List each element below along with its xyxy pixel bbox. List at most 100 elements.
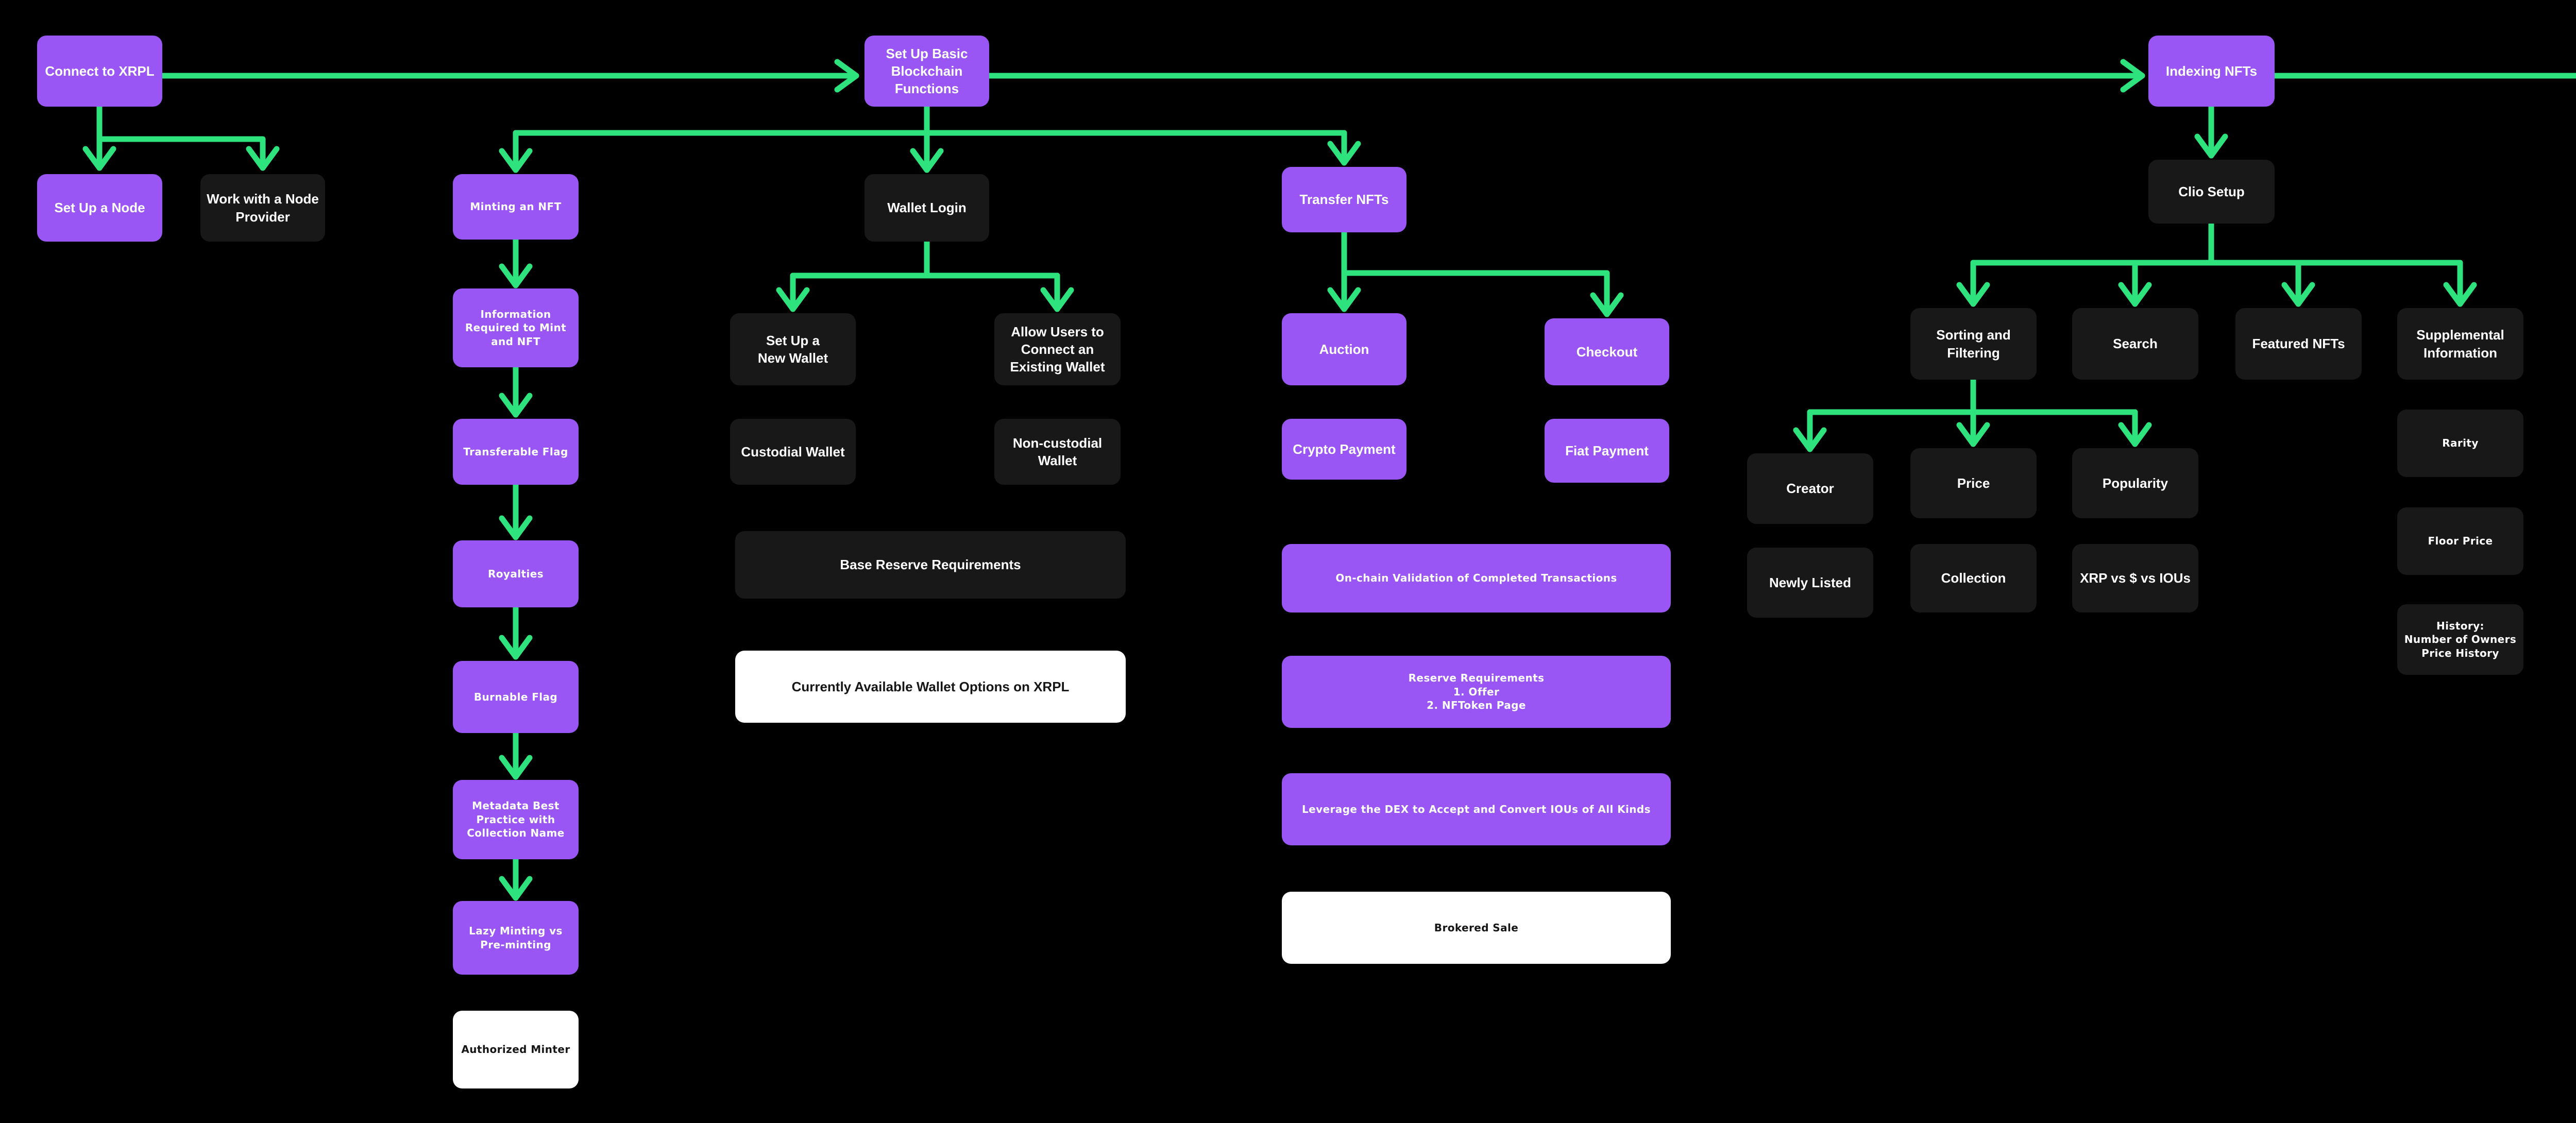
node-auction[interactable]: Auction — [1282, 313, 1406, 385]
node-label: Clio Setup — [2178, 183, 2245, 199]
node-fiat-payment[interactable]: Fiat Payment — [1545, 419, 1669, 483]
node-new-wallet[interactable]: Set Up a New Wallet — [730, 313, 856, 385]
node-label: Set Up a New Wallet — [757, 332, 828, 366]
node-supplemental-info[interactable]: Supplemental Information — [2397, 308, 2523, 380]
arrowhead-icon — [2281, 282, 2315, 307]
node-lazy-minting[interactable]: Lazy Minting vs Pre-minting — [453, 901, 579, 975]
node-label: Collection — [1941, 570, 2006, 586]
node-label: Sorting and Filtering — [1936, 327, 2011, 361]
connector-line — [1807, 409, 2138, 447]
node-non-custodial[interactable]: Non-custodial Wallet — [994, 419, 1121, 485]
node-transferable-flag[interactable]: Transferable Flag — [453, 419, 579, 485]
node-label: Lazy Minting vs Pre-minting — [469, 925, 563, 951]
node-node-provider[interactable]: Work with a Node Provider — [200, 174, 325, 242]
arrowhead-icon — [499, 635, 533, 660]
node-floor-price[interactable]: Floor Price — [2397, 507, 2523, 575]
arrowhead-icon — [499, 515, 533, 540]
node-featured-nfts[interactable]: Featured NFTs — [2235, 308, 2362, 380]
node-label: Minting an NFT — [470, 200, 562, 213]
arrowhead-icon — [834, 59, 859, 93]
node-connect-xrpl[interactable]: Connect to XRPL — [37, 36, 162, 107]
node-custodial[interactable]: Custodial Wallet — [730, 419, 856, 485]
arrowhead-icon — [2443, 282, 2477, 307]
node-xrp-vs[interactable]: XRP vs $ vs IOUs — [2072, 544, 2198, 612]
node-onchain-validation[interactable]: On-chain Validation of Completed Transac… — [1282, 544, 1671, 612]
node-burnable-flag[interactable]: Burnable Flag — [453, 661, 579, 733]
node-crypto-payment[interactable]: Crypto Payment — [1282, 419, 1406, 480]
node-label: Price — [1957, 475, 1990, 491]
node-label: Featured NFTs — [2252, 336, 2345, 352]
node-label: Rarity — [2442, 437, 2479, 450]
node-rarity[interactable]: Rarity — [2397, 410, 2523, 477]
arrowhead-icon — [2120, 59, 2145, 93]
node-history[interactable]: History: Number of Owners Price History — [2397, 604, 2523, 675]
node-label: Base Reserve Requirements — [840, 557, 1021, 573]
node-label: Transferable Flag — [463, 445, 568, 458]
node-creator[interactable]: Creator — [1747, 453, 1873, 524]
node-indexing-nfts[interactable]: Indexing NFTs — [2148, 36, 2275, 107]
arrowhead-icon — [82, 146, 116, 171]
node-newly-listed[interactable]: Newly Listed — [1747, 548, 1873, 618]
node-label: Wallet Login — [887, 200, 967, 216]
node-popularity[interactable]: Popularity — [2072, 448, 2198, 518]
arrowhead-icon — [2194, 133, 2228, 159]
node-setup-basic[interactable]: Set Up Basic Blockchain Functions — [865, 36, 989, 107]
node-label: Search — [2113, 336, 2158, 352]
node-label: Non-custodial Wallet — [1012, 435, 1103, 468]
arrowhead-icon — [499, 148, 533, 173]
node-label: Brokered Sale — [1434, 921, 1519, 934]
connector-line — [790, 273, 1060, 312]
node-label: Burnable Flag — [473, 690, 558, 703]
arrowhead-icon — [1793, 427, 1827, 452]
node-label: Currently Available Wallet Options on XR… — [791, 678, 1070, 694]
connector-line — [1341, 270, 1610, 317]
node-reserve-requirements[interactable]: Reserve Requirements 1. Offer 2. NFToken… — [1282, 656, 1671, 728]
node-label: Supplemental Information — [2416, 327, 2504, 361]
node-authorized-minter[interactable]: Authorized Minter — [453, 1011, 579, 1088]
node-label: XRP vs $ vs IOUs — [2080, 570, 2191, 586]
node-wallet-login[interactable]: Wallet Login — [865, 174, 989, 242]
node-label: Checkout — [1576, 344, 1638, 360]
arrowhead-icon — [1327, 287, 1361, 312]
arrowhead-icon — [499, 263, 533, 288]
node-label: Set Up Basic Blockchain Functions — [886, 45, 968, 97]
node-setup-node[interactable]: Set Up a Node — [37, 174, 162, 242]
node-label: Newly Listed — [1769, 574, 1851, 590]
node-label: Work with a Node Provider — [207, 191, 319, 225]
node-label: Auction — [1319, 341, 1369, 357]
node-label: Allow Users to Connect an Existing Walle… — [1010, 324, 1105, 375]
node-info-required[interactable]: Information Required to Mint and NFT — [453, 288, 579, 367]
node-label: Popularity — [2102, 475, 2168, 491]
node-transfer-nfts[interactable]: Transfer NFTs — [1282, 167, 1406, 232]
connector-line — [1970, 260, 2463, 307]
node-base-reserve[interactable]: Base Reserve Requirements — [735, 531, 1126, 599]
node-royalties[interactable]: Royalties — [453, 540, 579, 607]
arrowhead-icon — [499, 393, 533, 418]
arrowhead-icon — [1040, 287, 1074, 312]
node-label: Creator — [1786, 481, 1834, 497]
node-minting-nft[interactable]: Minting an NFT — [453, 174, 579, 240]
arrowhead-icon — [246, 146, 280, 171]
node-checkout[interactable]: Checkout — [1545, 318, 1669, 385]
node-label: Fiat Payment — [1565, 443, 1649, 458]
node-existing-wallet[interactable]: Allow Users to Connect an Existing Walle… — [994, 313, 1121, 385]
node-price[interactable]: Price — [1910, 448, 2037, 518]
node-brokered-sale[interactable]: Brokered Sale — [1282, 892, 1671, 964]
node-wallet-options[interactable]: Currently Available Wallet Options on XR… — [735, 651, 1126, 723]
arrowhead-icon — [2118, 422, 2152, 447]
node-clio-setup[interactable]: Clio Setup — [2148, 160, 2275, 224]
node-collection[interactable]: Collection — [1910, 544, 2037, 612]
arrowhead-icon — [1956, 422, 1990, 447]
node-sorting-filtering[interactable]: Sorting and Filtering — [1910, 308, 2037, 380]
node-label: Information Required to Mint and NFT — [465, 308, 567, 348]
node-metadata-best[interactable]: Metadata Best Practice with Collection N… — [453, 780, 579, 859]
connector-line — [1970, 260, 2463, 307]
node-label: Royalties — [487, 567, 544, 580]
node-search[interactable]: Search — [2072, 308, 2198, 380]
node-leverage-dex[interactable]: Leverage the DEX to Accept and Convert I… — [1282, 773, 1671, 845]
arrowhead-icon — [1956, 282, 1990, 307]
arrowhead-icon — [776, 287, 810, 312]
node-label: Crypto Payment — [1293, 441, 1396, 457]
